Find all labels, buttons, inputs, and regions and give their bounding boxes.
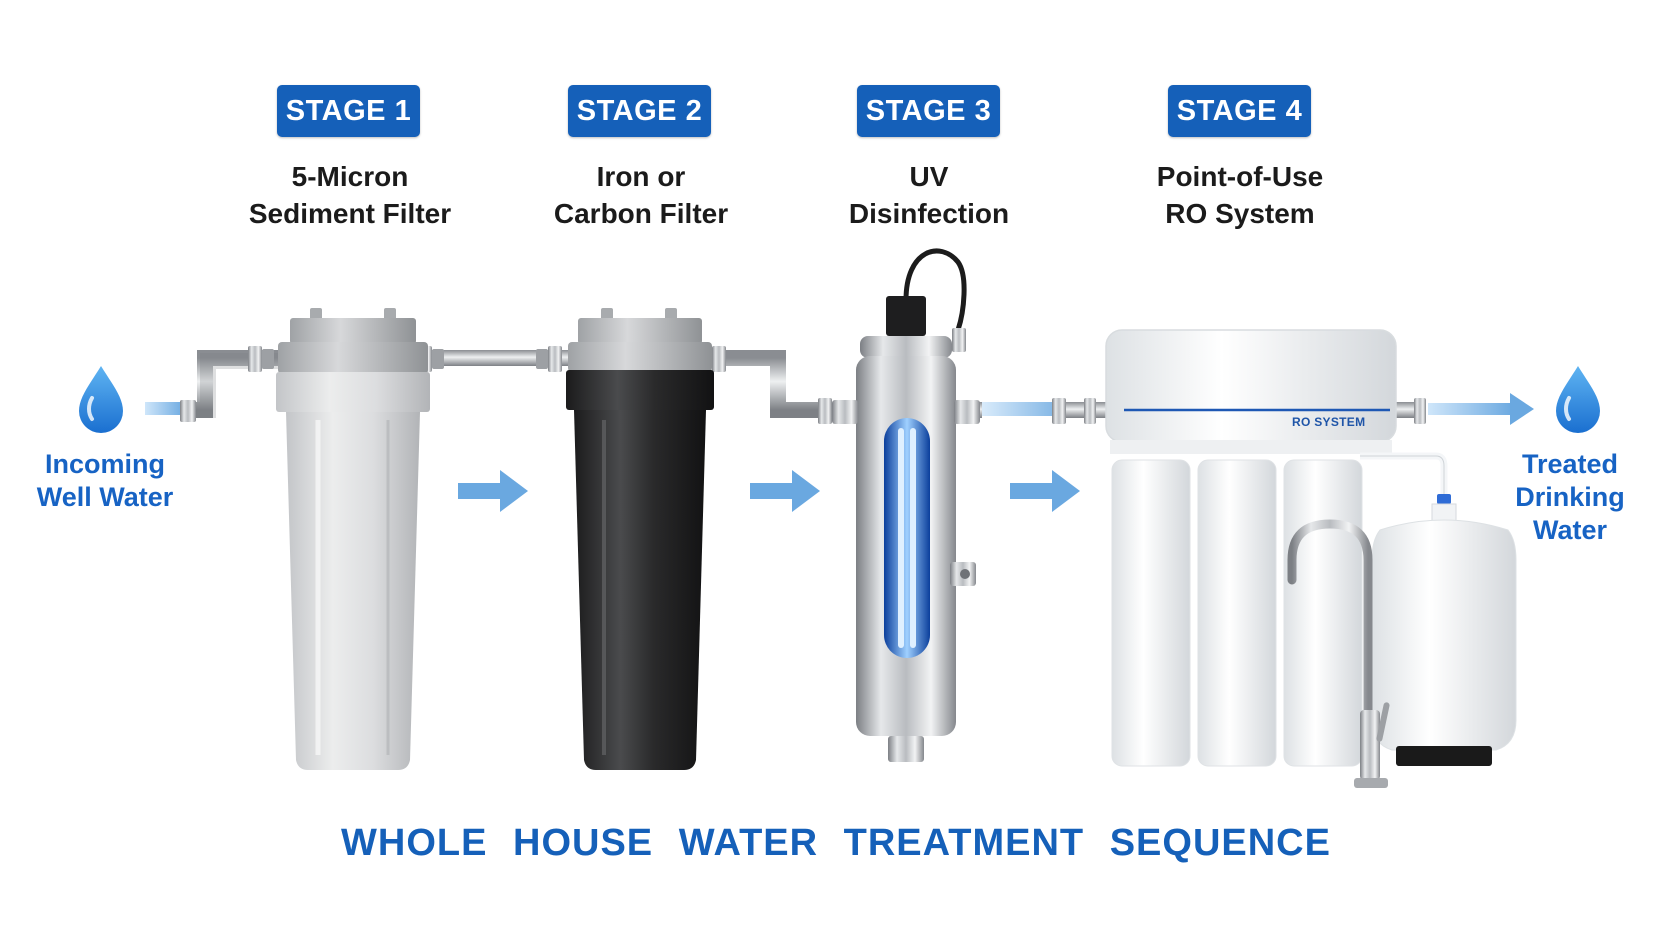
flow-arrow-icon — [1428, 393, 1534, 425]
inflow-stream — [145, 402, 185, 415]
stage-2-badge: STAGE 2 — [568, 85, 711, 137]
inlet-label: Incoming Well Water — [36, 449, 174, 512]
connecting-pipes — [180, 346, 1426, 424]
stage-3-title: UV Disinfection — [848, 161, 1010, 229]
flow-arrow-icon — [458, 470, 528, 512]
flow-arrow-icon — [750, 470, 820, 512]
water-drop-icon — [79, 366, 123, 433]
diagram-title: WHOLE HOUSE WATER TREATMENT SEQUENCE — [341, 822, 1331, 864]
stage-1-title: 5-Micron Sediment Filter — [248, 161, 452, 229]
flow-arrow-icon — [1010, 470, 1080, 512]
uv-sterilizer — [832, 248, 980, 762]
stage-4-badge: STAGE 4 — [1168, 85, 1311, 137]
ro-system — [1105, 329, 1517, 788]
carbon-filter-housing — [566, 308, 714, 770]
sediment-filter-housing — [276, 308, 430, 770]
water-drop-icon — [1556, 366, 1600, 433]
stage-3-badge: STAGE 3 — [857, 85, 1000, 137]
ro-system-label: RO SYSTEM — [1292, 415, 1366, 429]
stage-4-title: Point-of-Use RO System — [1156, 161, 1324, 229]
stage-2-title: Iron or Carbon Filter — [553, 161, 729, 229]
stage-1-badge: STAGE 1 — [277, 85, 420, 137]
outlet-label: Treated Drinking Water — [1515, 449, 1625, 545]
